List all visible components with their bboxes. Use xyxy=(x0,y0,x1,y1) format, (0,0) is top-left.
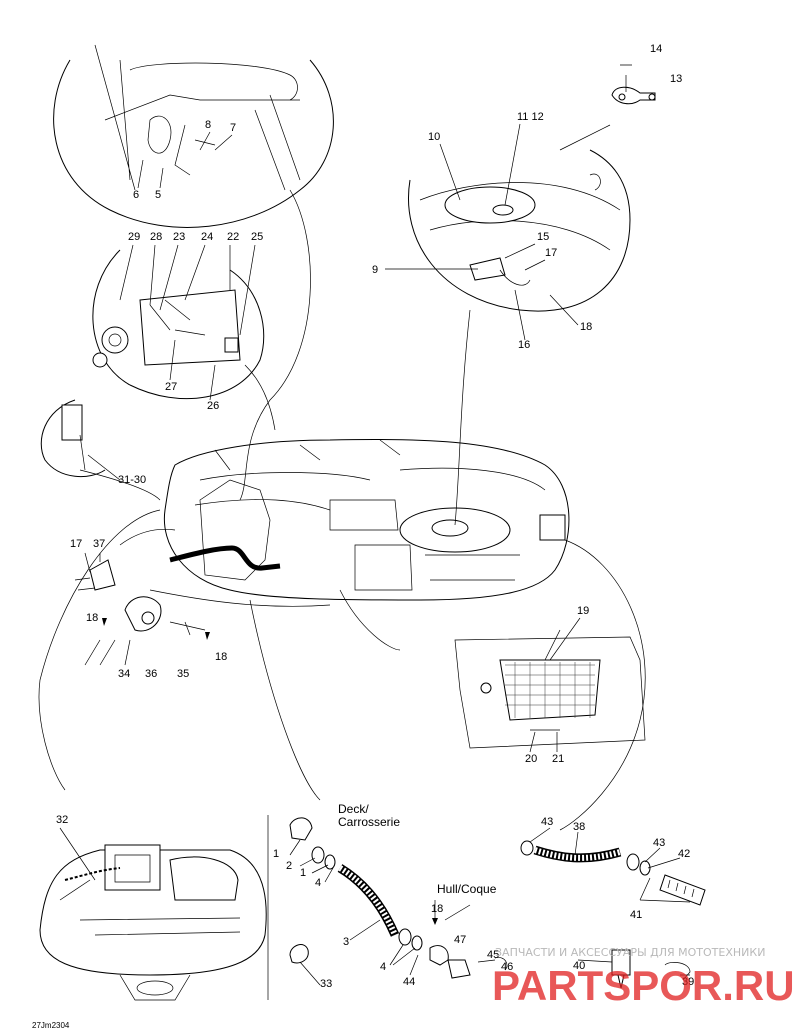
label-7: 7 xyxy=(230,122,236,134)
detail-small-31-30 xyxy=(40,399,106,478)
watermark-brand: PARTSPOR.RU xyxy=(492,962,795,1009)
label-32: 32 xyxy=(56,814,68,826)
label-37: 37 xyxy=(93,538,105,550)
label-22: 22 xyxy=(227,231,239,243)
clip-parts-bottom xyxy=(494,949,691,989)
label-4-bottom: 4 xyxy=(380,961,386,973)
label-26: 26 xyxy=(207,400,219,412)
label-33: 33 xyxy=(320,978,332,990)
label-17-top: 17 xyxy=(545,247,557,259)
label-21: 21 xyxy=(552,753,564,765)
label-5: 5 xyxy=(155,189,161,201)
label-28: 28 xyxy=(150,231,162,243)
label-10: 10 xyxy=(428,131,440,143)
hull-label: Hull/Coque xyxy=(437,882,497,896)
deck-label-2: Carrosserie xyxy=(338,815,400,829)
label-18-bottom: 18 xyxy=(431,903,443,915)
label-19: 19 xyxy=(577,605,589,617)
label-15: 15 xyxy=(537,231,549,243)
label-3: 3 xyxy=(343,936,349,948)
label-leaders xyxy=(59,123,690,976)
label-2: 2 xyxy=(286,860,292,872)
label-18-top: 18 xyxy=(580,321,592,333)
deck-label-1: Deck/ xyxy=(338,802,369,816)
label-35: 35 xyxy=(177,668,189,680)
label-41: 41 xyxy=(630,909,642,921)
hose-38-assembly xyxy=(520,840,706,906)
detail-circle-top-right xyxy=(408,149,631,312)
figure-code: 27Jm2304 xyxy=(32,1021,70,1030)
label-31-30: 31-30 xyxy=(118,474,146,486)
watermark-subtitle: ЗАПЧАСТИ И АКСЕССУАРЫ ДЛЯ МОТОТЕХНИКИ xyxy=(495,946,765,959)
label-36: 36 xyxy=(145,668,157,680)
scupper-assembly xyxy=(74,559,331,666)
hose-clamp-33 xyxy=(289,944,321,986)
boat-rear-view xyxy=(39,844,267,1001)
clamp-part-13 xyxy=(611,64,656,105)
detail-circle-left xyxy=(92,249,265,400)
label-38: 38 xyxy=(573,821,585,833)
watermark: ЗАПЧАСТИ И АКСЕССУАРЫ ДЛЯ МОТОТЕХНИКИ PA… xyxy=(492,946,795,1009)
label-1-bottom: 1 xyxy=(300,867,306,879)
label-9: 9 xyxy=(372,264,378,276)
label-11-12: 11 12 xyxy=(517,111,544,123)
label-18-mid: 18 xyxy=(215,651,227,663)
label-34: 34 xyxy=(118,668,130,680)
label-25: 25 xyxy=(251,231,263,243)
label-4-top: 4 xyxy=(315,877,321,889)
label-43-left: 43 xyxy=(541,816,553,828)
part-labels: 14 13 11 12 10 8 7 6 5 15 17 9 18 16 29 … xyxy=(56,43,694,990)
label-17-left: 17 xyxy=(70,538,82,550)
detail-circle-top-left xyxy=(53,44,334,228)
label-13: 13 xyxy=(670,73,682,85)
label-29: 29 xyxy=(128,231,140,243)
storage-net-detail xyxy=(454,629,646,749)
label-45: 45 xyxy=(487,949,499,961)
label-43-right: 43 xyxy=(653,837,665,849)
label-40: 40 xyxy=(573,960,585,972)
label-23: 23 xyxy=(173,231,185,243)
section-text: Deck/ Carrosserie Hull/Coque 27Jm2304 xyxy=(32,802,497,1030)
label-47: 47 xyxy=(454,934,466,946)
label-8: 8 xyxy=(205,119,211,131)
label-1-top: 1 xyxy=(273,848,279,860)
label-42: 42 xyxy=(678,848,690,860)
label-14: 14 xyxy=(650,43,662,55)
label-27: 27 xyxy=(165,381,177,393)
label-39: 39 xyxy=(682,976,694,988)
label-24: 24 xyxy=(201,231,213,243)
main-deck xyxy=(163,438,570,601)
label-16: 16 xyxy=(518,339,530,351)
label-44: 44 xyxy=(403,976,415,988)
label-46: 46 xyxy=(501,961,513,973)
label-20: 20 xyxy=(525,753,537,765)
label-18-left: 18 xyxy=(86,612,98,624)
label-6: 6 xyxy=(133,189,139,201)
drain-hose-assembly xyxy=(289,817,496,979)
